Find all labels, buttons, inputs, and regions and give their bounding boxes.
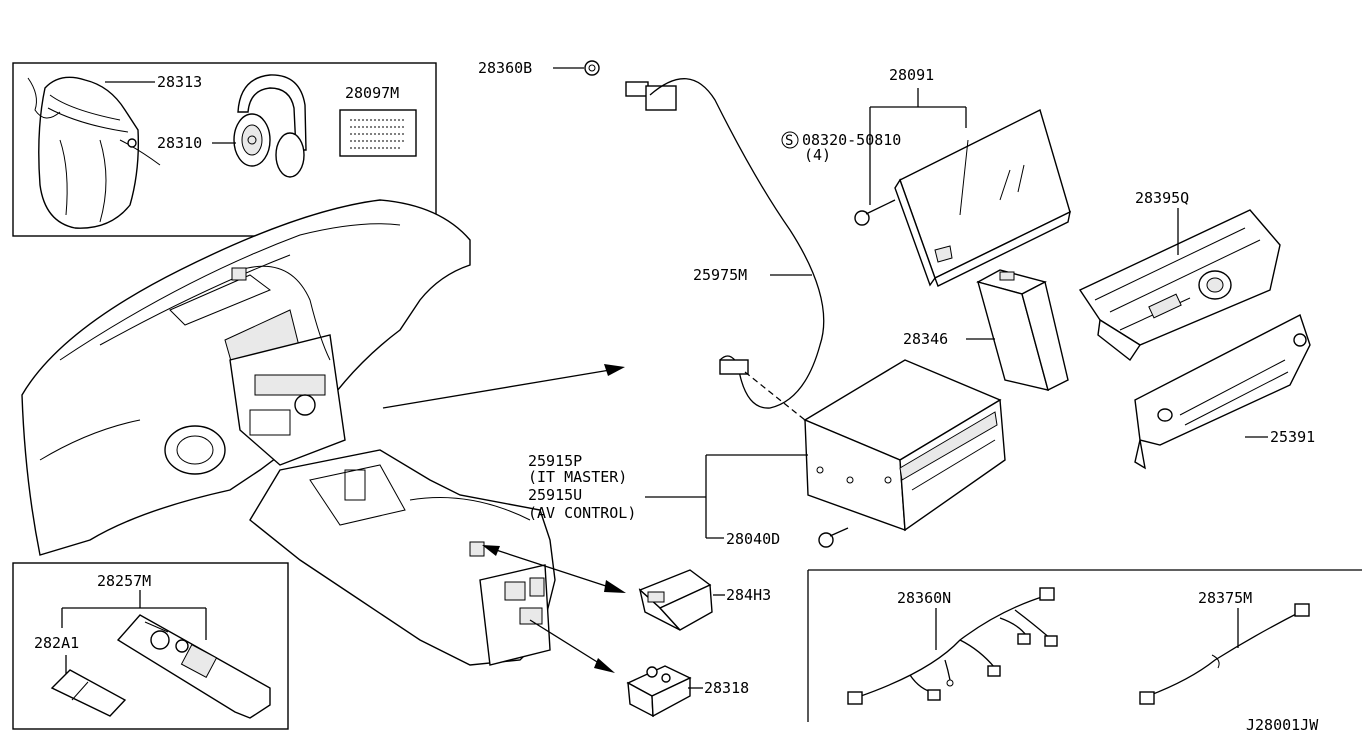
callout-28097M: 28097M <box>345 84 399 102</box>
display-unit-illustration <box>894 108 1071 287</box>
callout-28257M: 28257M <box>97 572 151 590</box>
inset-remote: 28257M 282A1 <box>12 562 289 730</box>
callout-28313: 28313 <box>157 73 202 91</box>
callout-282A1: 282A1 <box>34 634 79 652</box>
av-unit-illustration <box>803 359 1006 532</box>
pointer-arrow-284H3 <box>489 547 613 589</box>
callout-284H3: 284H3 <box>726 586 771 604</box>
pointer-arrow-28318 <box>529 619 603 666</box>
screw-symbol: S <box>785 133 793 149</box>
battery-cover-illustration <box>50 669 127 717</box>
callout-28360N: 28360N <box>897 589 951 607</box>
inset-harnesses: 28360N 28375M <box>807 569 1362 722</box>
callout-25915U: 25915U <box>528 486 582 504</box>
callout-25915U-note: (AV CONTROL) <box>528 504 636 522</box>
diagram-code: J28001JW <box>1246 716 1319 734</box>
inset-headphones: 28313 28310 28097M <box>12 62 437 237</box>
instruction-card-illustration <box>339 109 417 157</box>
callout-28346: 28346 <box>903 330 948 348</box>
cable-route-dashes <box>744 371 806 421</box>
callout-25915P: 25915P <box>528 452 582 470</box>
callout-28395Q: 28395Q <box>1135 189 1189 207</box>
harness-28375M-illustration <box>1139 603 1310 705</box>
callout-08320-qty: (4) <box>804 146 831 164</box>
callout-25915P-note: (IT MASTER) <box>528 468 627 486</box>
arrowhead-main <box>604 364 625 376</box>
callout-25975M: 25975M <box>693 266 747 284</box>
switch-284H3-illustration <box>638 569 713 631</box>
headphone-bag-illustration <box>27 76 161 229</box>
callout-28375M: 28375M <box>1198 589 1252 607</box>
panel-25391-illustration <box>1134 314 1311 470</box>
callout-28091: 28091 <box>889 66 934 84</box>
screw-28040D-illustration <box>818 527 849 548</box>
remote-illustration <box>116 614 271 719</box>
headphones-illustration <box>233 74 307 178</box>
pointer-arrow-main <box>382 369 611 409</box>
dashboard-illustration <box>21 199 556 666</box>
callout-28310: 28310 <box>157 134 202 152</box>
module-28346-illustration <box>976 269 1069 392</box>
harness-28360N-illustration <box>847 587 1058 705</box>
screw-08320-illustration <box>854 199 896 226</box>
callout-28040D: 28040D <box>726 530 780 548</box>
callout-28360B: 28360B <box>478 59 532 77</box>
jack-28318-illustration <box>626 665 692 718</box>
control-panel-28395Q-illustration <box>1078 209 1281 362</box>
callout-08320-50810: 08320-50810 <box>802 131 901 149</box>
callout-25391: 25391 <box>1270 428 1315 446</box>
cable-25975M-illustration <box>584 60 825 409</box>
callout-28318: 28318 <box>704 679 749 697</box>
